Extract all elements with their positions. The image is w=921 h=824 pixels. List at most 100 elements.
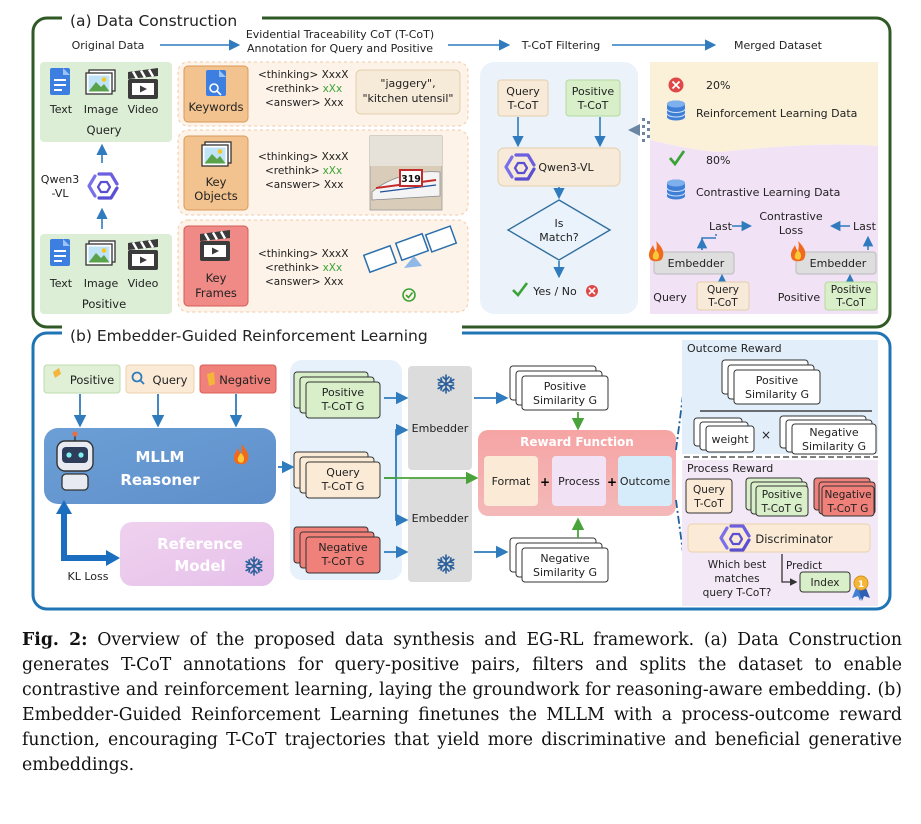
reasoner-line1: MLLM [136,448,185,466]
query-tcot-line2: T-CoT G [321,480,365,493]
annotation-name-line1: Key [206,271,227,285]
svg-text:<rethink>xXx: <rethink>xXx [265,83,342,95]
positive-image-label: Image [84,277,119,290]
query-text-label: Text [49,103,73,116]
rethink-value: xXx [323,262,343,274]
train-photo: 319 [369,135,443,211]
qwen-side-line2: -VL [52,187,70,200]
reasoner-line2: Reasoner [120,471,200,489]
check-icon [668,150,686,167]
section-a: (a) Data Construction Original Data Evid… [31,10,892,329]
process-positive-stack: Positive T-CoT G [745,477,809,517]
outcome-weight-stack: weight [693,417,755,453]
process-query-line1: Query [693,484,725,496]
merged-positive-tcot-line2: T-CoT [835,297,866,309]
annotation-key-frames: Key Frames <thinking> XxxX <rethink>xXx … [177,219,469,313]
decision-line2: Match? [539,231,579,244]
search-icon [131,371,143,383]
text-doc-icon [50,239,70,266]
reward-outcome: Outcome [620,475,670,488]
query-tcot-stack: Query T-CoT G [293,451,381,499]
annotation-name-line1: Key [206,175,227,189]
rethink-tag: <rethink> [265,83,320,95]
positive-group-label: Positive [82,297,126,311]
embedder-top [408,366,472,470]
reward-format: Format [492,475,531,488]
split-arrow-icon [628,118,650,142]
merged-dataset: 20% Reinforcement Learning Data 80% Cont… [648,62,878,314]
outcome-reward-title: Outcome Reward [687,342,782,355]
robot-icon [56,431,94,491]
reward-plus-2: + [607,475,617,489]
positive-tcot-stack: Positive T-CoT G [293,371,381,419]
merged-query-tcot-line2: T-CoT [707,297,738,309]
positive-similarity-line2: Similarity G [533,394,597,407]
rl-data-bg [650,62,878,152]
thinking-text: <thinking> XxxX [258,151,348,163]
positive-similarity-line1: Positive [544,380,587,393]
merged-query-tcot-line1: Query [707,284,739,296]
filtering-panel: Query T-CoT Positive T-CoT Qwen3-VL Is M… [480,62,638,314]
reward-title: Reward Function [520,435,634,449]
reward-process: Process [558,475,600,488]
rethink-value: xXx [323,165,343,177]
process-neg-line1: Negative [824,489,871,501]
filter-positive-line2: T-CoT [577,99,609,112]
svg-text:1: 1 [858,580,864,590]
positive-group: Text Image Video Positive [40,234,172,314]
process-negative-stack: Negative T-CoT G [813,477,876,517]
thumbs-up-icon [53,368,61,378]
process-query-line2: T-CoT [693,498,724,510]
discriminator-label: Discriminator [755,532,833,546]
rethink-tag: <rethink> [265,262,320,274]
query-image-label: Image [84,103,119,116]
flow-merged-dataset: Merged Dataset [734,39,823,52]
outcome-weight: weight [711,433,749,446]
filter-query-line2: T-CoT [507,99,539,112]
thinking-text: <thinking> XxxX [258,69,348,81]
negative-similarity-line1: Negative [540,552,590,565]
contrastive-line1: Contrastive [759,210,823,223]
svg-text:<rethink>xXx: <rethink>xXx [265,165,342,177]
database-icon [666,179,686,200]
embedder-bottom-label: Embedder [412,512,469,525]
positive-tcot-line1: Positive [322,386,365,399]
video-clapper-icon [198,228,232,263]
filter-query-line1: Query [506,85,540,98]
video-clapper-icon [126,237,160,272]
answer-text: <answer> Xxx [265,97,343,109]
negative-similarity-stack: Negative Similarity G [509,537,609,583]
image-icon [201,141,232,167]
negative-similarity-line2: Similarity G [533,566,597,579]
positive-text-label: Text [49,277,73,290]
match-decision [506,199,612,261]
section-b-title: (b) Embedder-Guided Reinforcement Learni… [70,327,428,345]
film-strip-icon [362,225,458,274]
decision-line1: Is [555,217,564,230]
keyword-quote-line1: "jaggery", [380,77,435,90]
outcome-pos-line1: Positive [756,374,799,387]
flow-filtering: T-CoT Filtering [521,39,601,52]
rethink-value: xXx [323,83,343,95]
keyword-quote-line2: "kitchen utensil" [363,92,454,105]
flow-evidential-line2: Annotation for Query and Positive [247,42,433,55]
query-group: Text Image Video Query [40,62,172,142]
reference-line1: Reference [157,535,243,553]
process-pos-line1: Positive [762,489,802,501]
positive-similarity-stack: Positive Similarity G [509,365,609,411]
medal-icon: 1 [852,575,870,601]
outcome-negative-stack: Negative Similarity G [779,415,877,455]
check-icon [512,282,529,297]
image-icon [85,69,116,95]
flow-original-data: Original Data [72,39,145,52]
qwen-side-line1: Qwen3 [41,173,79,186]
mllm-reasoner [44,428,276,504]
thumbs-down-icon [207,372,215,386]
reward-plus-1: + [540,475,550,489]
filter-model: Qwen3-VL [538,161,594,174]
negative-tcot-line2: T-CoT G [321,555,365,568]
section-b: (b) Embedder-Guided Reinforcement Learni… [31,325,892,611]
negative-tcot-line1: Negative [318,541,368,554]
query-tcot-line1: Query [326,466,360,479]
last-left: Last [709,220,733,233]
